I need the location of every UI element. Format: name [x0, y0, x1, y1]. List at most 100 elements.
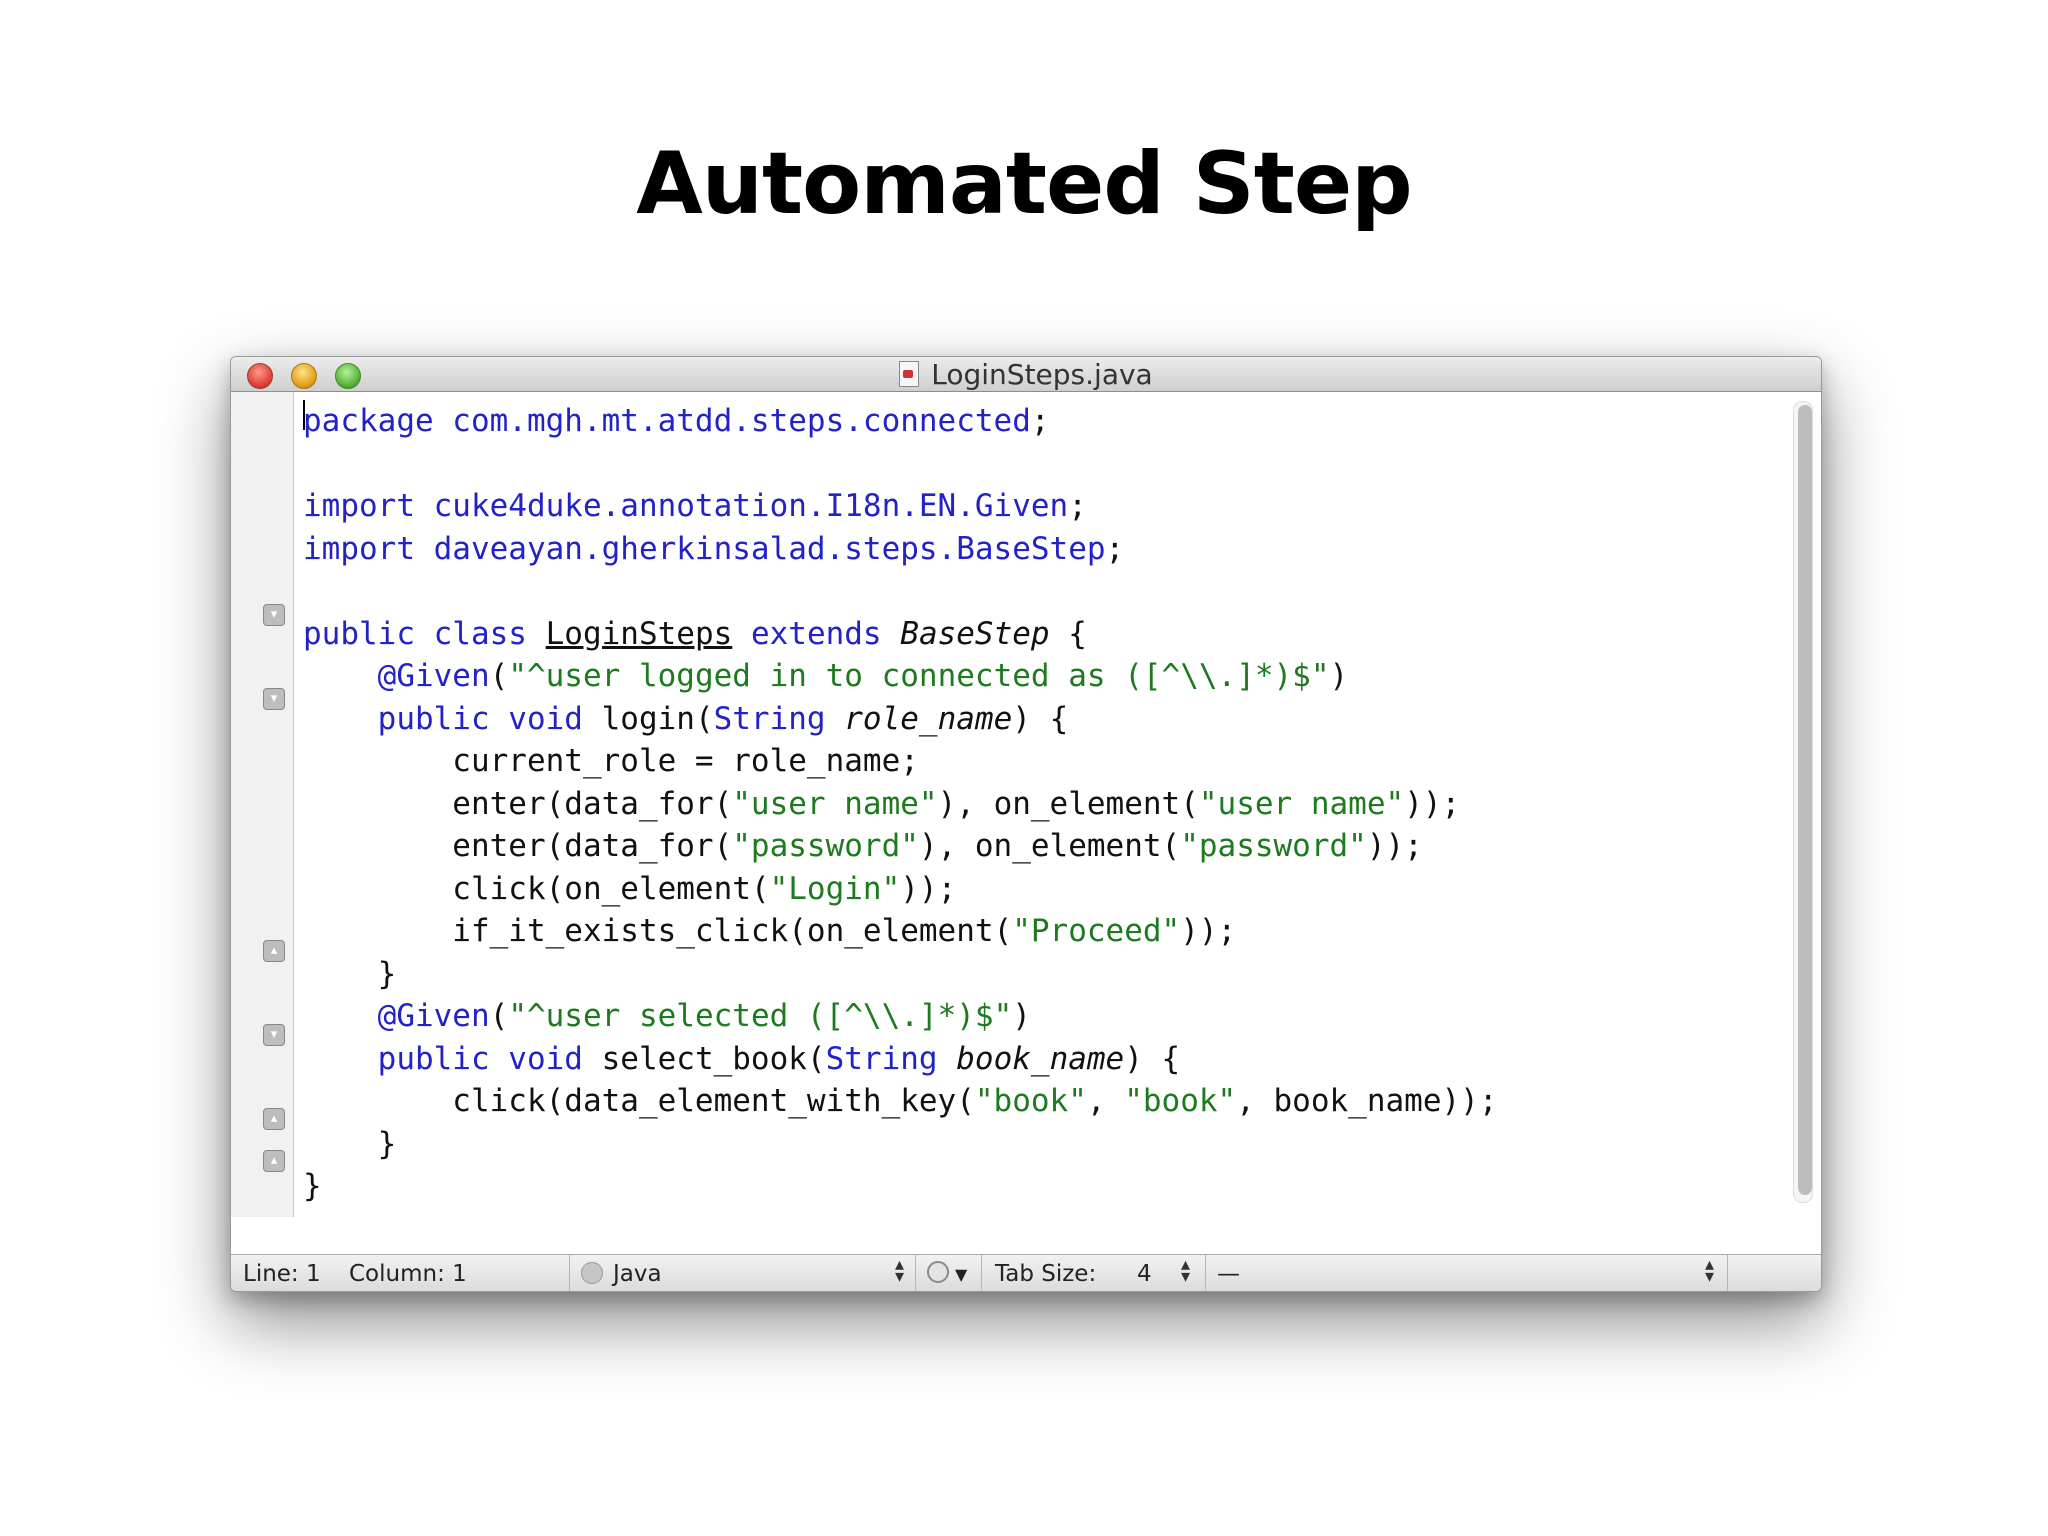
code-token: "password" — [1180, 828, 1367, 864]
code-token — [826, 701, 845, 737]
fold-toggle-icon[interactable]: ▴ — [263, 940, 285, 962]
code-token: "^user logged in to connected as ([^\\.]… — [508, 658, 1330, 694]
zoom-window-button[interactable] — [335, 363, 361, 389]
status-divider — [981, 1255, 982, 1291]
status-divider — [569, 1255, 570, 1291]
code-token: extends — [750, 616, 882, 652]
code-token: package com.mgh.mt.atdd.steps.connected — [303, 403, 1031, 439]
close-window-button[interactable] — [247, 363, 273, 389]
status-divider — [915, 1255, 916, 1291]
code-line[interactable]: enter(data_for("user name"), on_element(… — [303, 783, 1460, 825]
fold-toggle-icon[interactable]: ▾ — [263, 604, 285, 626]
symbol-stepper-icon[interactable]: ▴▾ — [1705, 1254, 1715, 1287]
code-token: "book" — [1124, 1083, 1237, 1119]
code-token: enter(data_for( — [303, 828, 733, 864]
code-token: String — [825, 1041, 938, 1077]
java-file-icon — [899, 361, 920, 387]
code-line[interactable]: import daveayan.gherkinsalad.steps.BaseS… — [303, 528, 1124, 570]
code-token — [938, 1041, 957, 1077]
code-line[interactable]: click(data_element_with_key("book", "boo… — [303, 1080, 1497, 1122]
tab-size-value[interactable]: 4 — [1137, 1261, 1152, 1287]
line-gutter[interactable]: ▾ ▾ ▴ ▾ ▴ ▴ — [231, 392, 294, 1217]
code-line[interactable]: } — [303, 1123, 397, 1165]
code-token: )); — [1180, 913, 1237, 949]
code-token: ( — [489, 658, 509, 694]
code-token: public void — [377, 701, 602, 737]
gear-menu-arrow-icon[interactable]: ▼ — [955, 1265, 968, 1284]
fold-toggle-icon[interactable]: ▾ — [263, 688, 285, 710]
code-line[interactable]: } — [303, 1165, 322, 1207]
status-bar: Line: 1 Column: 1 Java ▴▾ ▼ Tab Size: 4 … — [231, 1254, 1821, 1291]
tab-size-label: Tab Size: — [995, 1261, 1097, 1287]
code-token: book_name — [956, 1041, 1125, 1077]
text-cursor — [303, 400, 305, 430]
code-token: , — [1086, 1083, 1125, 1119]
code-line[interactable]: current_role = role_name; — [303, 740, 919, 782]
code-token: ) { — [1124, 1041, 1181, 1077]
code-editor[interactable]: package com.mgh.mt.atdd.steps.connected;… — [303, 392, 1723, 1217]
scrollbar-thumb[interactable] — [1798, 405, 1812, 1195]
code-token: public class — [303, 616, 546, 652]
code-token: login( — [601, 701, 714, 737]
code-token: import cuke4duke.annotation.I18n.EN.Give… — [303, 488, 1069, 524]
code-token: "user name" — [1198, 786, 1405, 822]
code-line[interactable]: public void login(String role_name) { — [303, 698, 1069, 740]
code-line[interactable]: import cuke4duke.annotation.I18n.EN.Give… — [303, 485, 1087, 527]
code-token — [303, 701, 378, 737]
code-token: enter(data_for( — [303, 786, 733, 822]
code-token: , book_name)); — [1236, 1083, 1498, 1119]
code-token: public void — [377, 1041, 602, 1077]
editor-window: LoginSteps.java ▾ ▾ ▴ ▾ ▴ ▴ package com.… — [230, 356, 1822, 1292]
code-line[interactable]: enter(data_for("password"), on_element("… — [303, 825, 1423, 867]
language-stepper-icon[interactable]: ▴▾ — [895, 1254, 905, 1287]
code-line[interactable]: package com.mgh.mt.atdd.steps.connected; — [303, 400, 1050, 442]
code-line[interactable]: if_it_exists_click(on_element("Proceed")… — [303, 910, 1236, 952]
code-token: } — [303, 1126, 397, 1162]
code-token: if_it_exists_click(on_element( — [303, 913, 1013, 949]
code-token: "user name" — [732, 786, 938, 822]
window-title: LoginSteps.java — [931, 357, 1153, 391]
fold-toggle-icon[interactable]: ▾ — [263, 1024, 285, 1046]
code-token: click(data_element_with_key( — [303, 1083, 975, 1119]
code-line[interactable]: public void select_book(String book_name… — [303, 1038, 1181, 1080]
code-token — [303, 658, 378, 694]
code-token: "^user selected ([^\\.]*)$" — [508, 998, 1013, 1034]
title-bar[interactable]: LoginSteps.java — [231, 357, 1821, 392]
code-token: ) { — [1012, 701, 1069, 737]
code-line[interactable]: @Given("^user selected ([^\\.]*)$") — [303, 995, 1031, 1037]
code-token: BaseStep — [900, 616, 1050, 652]
code-token — [303, 998, 378, 1034]
fold-toggle-icon[interactable]: ▴ — [263, 1108, 285, 1130]
code-token: current_role = role_name; — [303, 743, 919, 779]
code-token: ; — [1030, 403, 1050, 439]
code-line[interactable]: @Given("^user logged in to connected as … — [303, 655, 1349, 697]
code-line[interactable]: click(on_element("Login")); — [303, 868, 956, 910]
code-token — [732, 616, 751, 652]
window-title-group: LoginSteps.java — [231, 357, 1821, 391]
line-indicator: Line: 1 — [243, 1261, 321, 1287]
tab-size-stepper-icon[interactable]: ▴▾ — [1181, 1254, 1191, 1287]
fold-toggle-icon[interactable]: ▴ — [263, 1150, 285, 1172]
code-token: ) — [1329, 658, 1349, 694]
code-token: import daveayan.gherkinsalad.steps.BaseS… — [303, 531, 1106, 567]
code-token — [882, 616, 901, 652]
language-select[interactable]: Java — [613, 1261, 662, 1287]
code-token: @Given — [377, 658, 490, 694]
code-token: role_name — [844, 701, 1013, 737]
code-token: "Login" — [769, 871, 901, 907]
code-token: )); — [900, 871, 957, 907]
code-token: ), on_element( — [918, 828, 1181, 864]
code-token: String — [713, 701, 826, 737]
code-token: ; — [1068, 488, 1087, 524]
gear-icon[interactable] — [927, 1261, 949, 1283]
code-token: "password" — [732, 828, 919, 864]
code-token — [303, 1041, 378, 1077]
code-line[interactable]: public class LoginSteps extends BaseStep… — [303, 613, 1087, 655]
code-line[interactable]: } — [303, 953, 397, 995]
code-token: )); — [1404, 786, 1461, 822]
language-icon — [581, 1262, 603, 1284]
code-token: "Proceed" — [1012, 913, 1181, 949]
column-indicator: Column: 1 — [349, 1261, 467, 1287]
symbol-select[interactable]: — — [1217, 1261, 1240, 1287]
minimize-window-button[interactable] — [291, 363, 317, 389]
